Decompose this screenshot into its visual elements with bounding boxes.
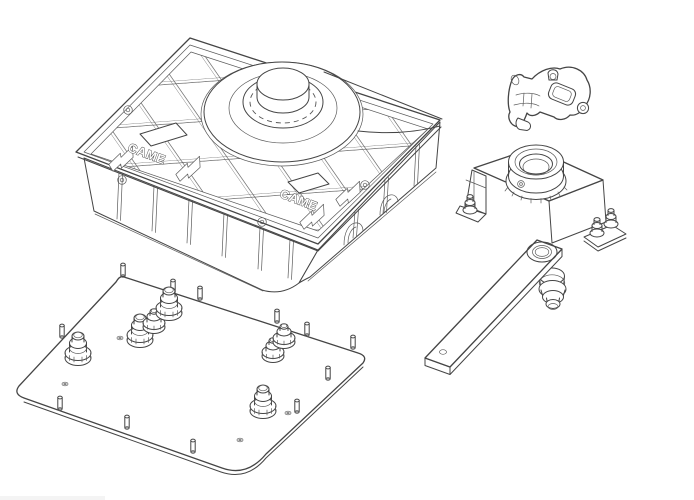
bracket-right-foot — [583, 224, 627, 248]
box-right-wall — [298, 121, 441, 284]
clamp-opening — [547, 82, 577, 106]
badge-plate — [139, 122, 188, 147]
arm-hole — [439, 349, 447, 355]
clamp-bolt — [576, 101, 590, 115]
support-bracket — [455, 144, 627, 252]
clamp-arm-creases — [513, 92, 541, 109]
cable-entry-arches — [343, 194, 399, 246]
left-wall-ribs — [116, 171, 294, 280]
clamp-left-nub — [510, 74, 520, 86]
collar-channel-lines — [323, 71, 443, 134]
foundation-box-with-cover: CAME CAME — [75, 37, 443, 293]
arm-side-face — [449, 248, 563, 375]
lid-lip-edge — [77, 126, 442, 252]
plate-surface — [16, 275, 366, 472]
lever-arm — [424, 239, 567, 375]
collar-screw — [517, 180, 525, 188]
dome-cap — [256, 67, 310, 101]
arm-top-face — [424, 239, 563, 368]
anchor-base-plate — [16, 262, 366, 475]
release-clamp — [507, 66, 591, 131]
box-foot-lines — [94, 171, 437, 292]
clamp-top-lug — [547, 69, 559, 81]
bracket-foot-bolt-2 — [603, 208, 619, 229]
badge-plate — [287, 172, 330, 194]
arm-ring — [526, 241, 558, 263]
bottom-partial-bar — [0, 496, 105, 500]
clamp-tab-foot — [515, 117, 531, 131]
plate-thickness-edge — [23, 366, 364, 475]
bracket-foot-thickness — [583, 237, 627, 252]
bracket-collar — [504, 144, 568, 204]
cover-dome-assembly — [200, 61, 443, 167]
